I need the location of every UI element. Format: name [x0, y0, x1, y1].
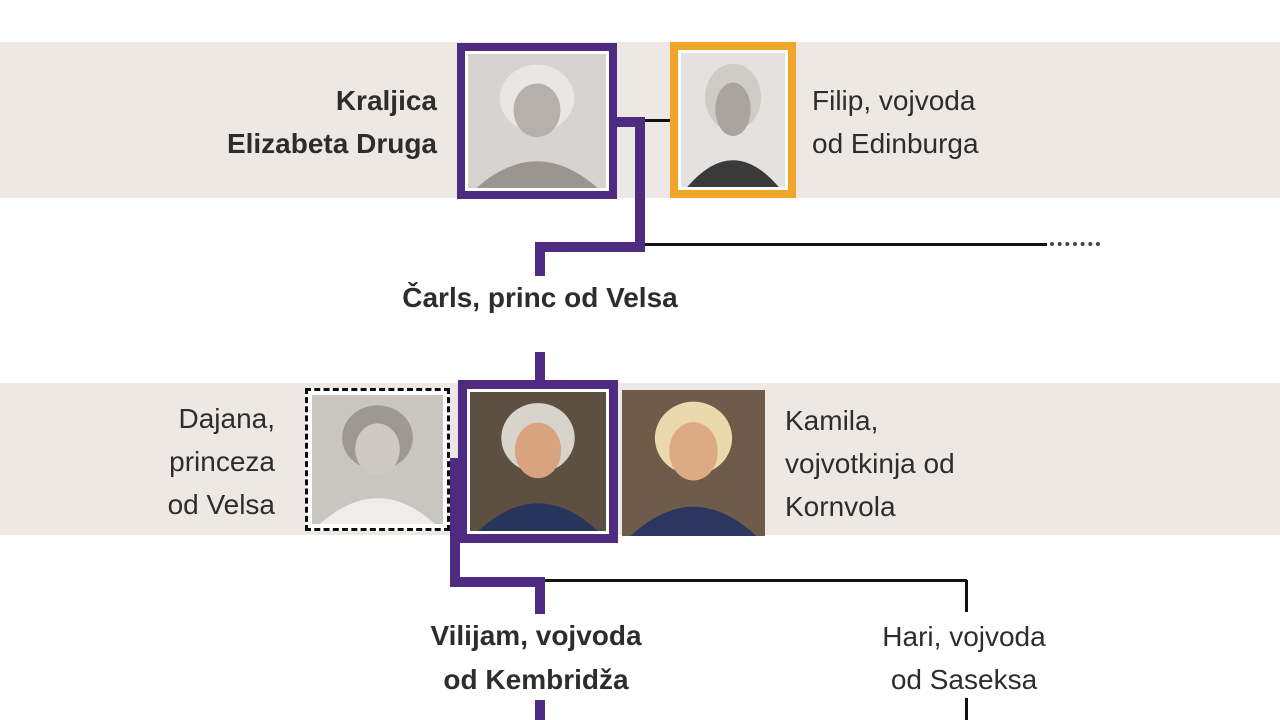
label-diana-line2: princeza: [169, 446, 275, 477]
label-queen: Kraljica Elizabeta Druga: [97, 79, 437, 165]
label-harry-line2: od Saseksa: [890, 664, 1038, 695]
continuation-line-below-harry: [965, 698, 968, 720]
photo-camilla-unframed: [622, 390, 765, 536]
label-philip-line2: od Edinburga: [812, 128, 979, 159]
label-william: Vilijam, vojvoda od Kembridža: [336, 614, 736, 702]
label-charles: Čarls, princ od Velsa: [402, 282, 678, 313]
label-william-line1: Vilijam, vojvoda: [430, 620, 642, 651]
child-line-charles-diana-vertical: [450, 458, 460, 587]
label-camilla-line2: vojvotkinja od: [785, 448, 955, 479]
photo-philip: [678, 50, 788, 190]
label-camilla: Kamila, vojvotkinja od Kornvola: [785, 399, 1125, 528]
label-harry: Hari, vojvoda od Saseksa: [764, 615, 1164, 701]
photo-camilla: [622, 390, 765, 536]
photo-queen: [465, 51, 609, 191]
label-camilla-line3: Kornvola: [785, 491, 896, 522]
marriage-stub-queen: [609, 117, 645, 127]
descent-line-horizontal-top: [535, 242, 645, 252]
photo-charles: [467, 389, 609, 534]
photo-frame-charles: [458, 380, 618, 543]
continuation-line-below-william: [535, 700, 545, 720]
label-philip: Filip, vojvoda od Edinburga: [812, 79, 1152, 165]
label-diana-line3: od Velsa: [167, 489, 275, 520]
drop-to-william-label: [535, 587, 545, 614]
label-william-line2: od Kembridža: [443, 664, 629, 695]
label-queen-line2: Elizabeta Druga: [226, 128, 437, 159]
photo-diana: [312, 395, 443, 524]
sibling-line-william-harry: [545, 579, 967, 582]
descent-line-vertical-top: [635, 117, 645, 252]
label-diana: Dajana, princeza od Velsa: [55, 397, 275, 526]
marriage-line-queen-philip: [645, 119, 672, 122]
label-queen-line1: Kraljica: [335, 85, 437, 116]
label-camilla-line1: Kamila,: [785, 405, 879, 436]
label-diana-line1: Dajana,: [178, 403, 275, 434]
sibling-line-other-children: [645, 243, 1047, 246]
label-harry-line1: Hari, vojvoda: [882, 621, 1046, 652]
line-charles-label-to-photo: [535, 352, 545, 382]
photo-frame-queen: [457, 43, 617, 199]
child-line-horizontal-bottom: [450, 577, 545, 587]
label-philip-line1: Filip, vojvoda: [812, 85, 976, 116]
dotted-continuation-other-children: [1050, 242, 1100, 246]
drop-to-harry-label: [965, 580, 968, 612]
descent-drop-to-charles-label: [535, 252, 545, 276]
photo-frame-diana-dashed: [305, 388, 450, 531]
photo-frame-philip: [670, 42, 796, 198]
